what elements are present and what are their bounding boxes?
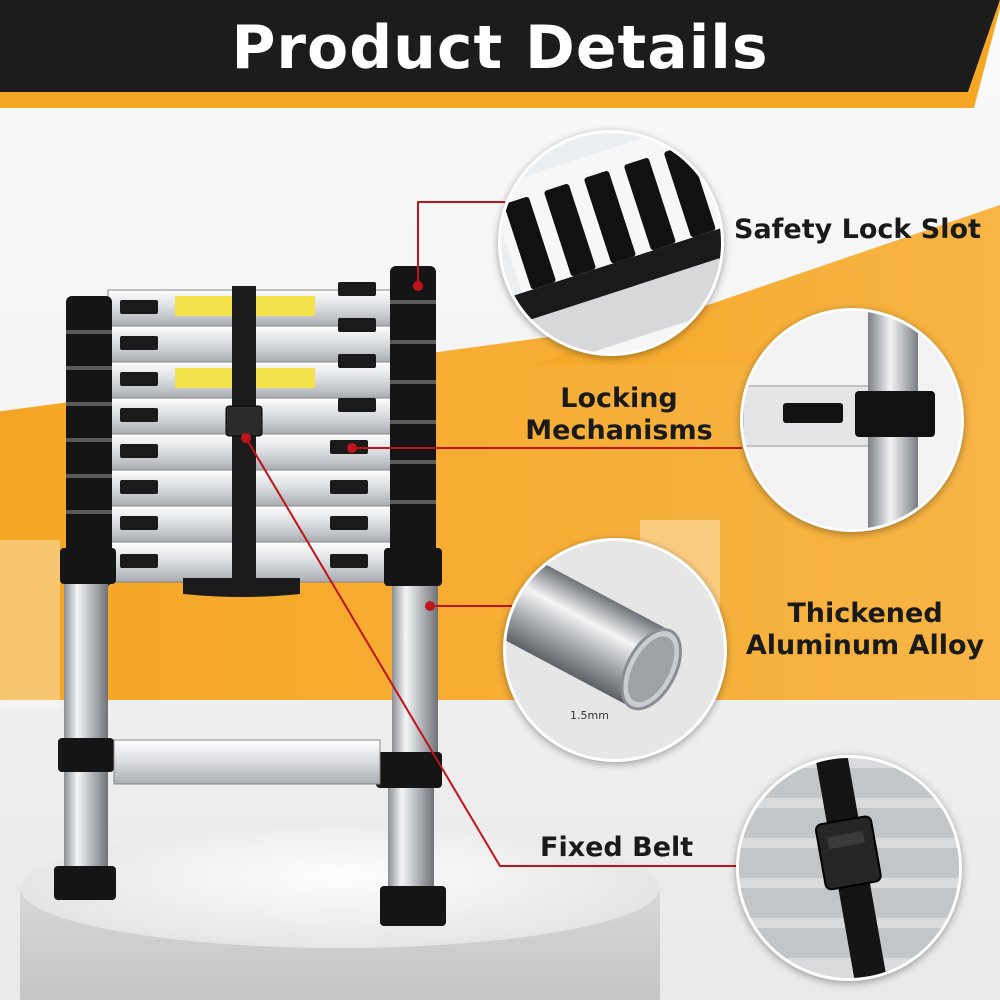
background-window — [0, 540, 60, 710]
fixed-belt-closeup — [739, 758, 959, 978]
callout-label-line: Mechanisms — [525, 415, 713, 446]
header-banner — [0, 0, 1000, 108]
header: Product Details — [0, 0, 1000, 108]
wall-thickness-label: 1.5mm — [570, 709, 609, 722]
aluminum-tube-closeup — [506, 541, 724, 759]
locking-mechanism-closeup — [743, 311, 961, 529]
detail-circle-fixed-belt — [736, 755, 962, 981]
detail-circle-safety-lock-slot — [498, 130, 724, 356]
callout-label-thickened-aluminum-alloy: Thickened Aluminum Alloy — [730, 598, 1000, 662]
callout-label-line: Aluminum Alloy — [745, 630, 985, 661]
detail-circle-aluminum-tube: 1.5mm — [503, 538, 727, 762]
callout-label-locking-mechanisms: Locking Mechanisms — [514, 383, 724, 447]
page-title: Product Details — [231, 13, 769, 83]
ladder-left-stile — [54, 296, 116, 900]
callout-label-fixed-belt: Fixed Belt — [540, 832, 694, 863]
ladder-bottom-rung — [113, 739, 381, 785]
detail-circle-locking-mechanism — [740, 308, 964, 532]
callout-label-line: Locking — [560, 383, 678, 414]
callout-label-safety-lock-slot: Safety Lock Slot — [734, 214, 981, 245]
callout-label-line: Thickened — [787, 598, 943, 629]
lock-slot-closeup — [501, 133, 721, 353]
